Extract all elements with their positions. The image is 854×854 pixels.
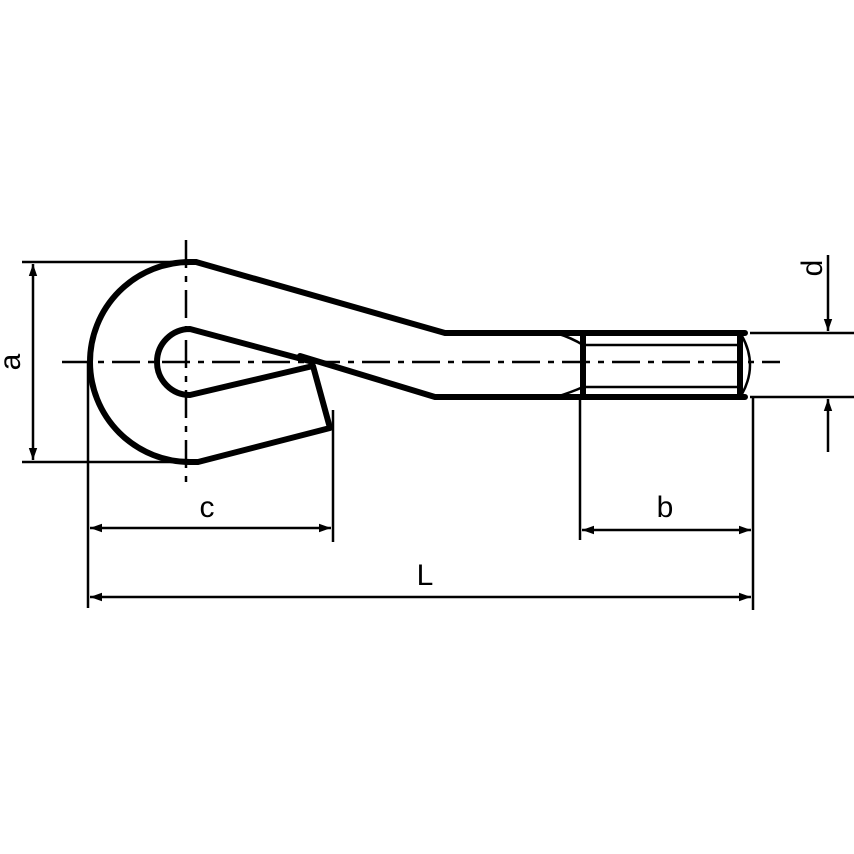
label-b: b [657,491,674,524]
label-a: a [0,353,27,370]
label-d: d [796,260,829,277]
label-c: c [200,491,215,524]
dimension-L: L [90,559,751,602]
hook-outline [87,259,748,465]
dimension-a: a [0,260,186,464]
dimension-d: d [750,255,854,452]
dimension-c: c [86,362,335,608]
label-L: L [417,559,434,592]
dimension-b: b [578,397,755,610]
thread [555,331,752,399]
